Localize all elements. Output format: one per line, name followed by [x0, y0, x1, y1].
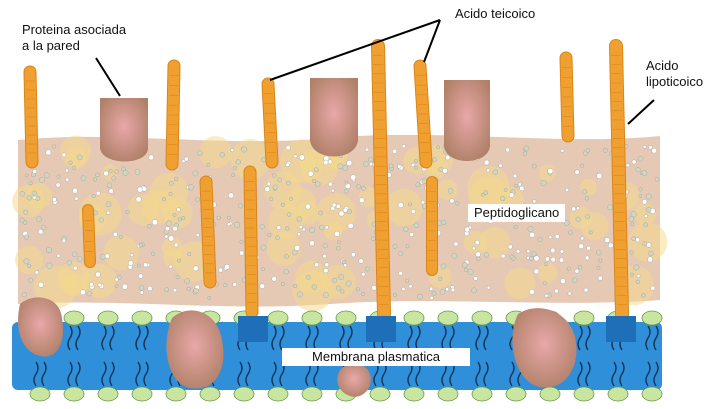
membrane-anchor: [366, 316, 396, 342]
membrane-anchor: [606, 316, 636, 342]
label-teichoic-acid: Acido teicoico: [455, 6, 535, 22]
label-wall-protein: Proteina asociada a la pared: [22, 22, 126, 54]
leader-line-lipoteichoic: [628, 100, 654, 124]
wall-associated-protein: [310, 78, 358, 157]
label-lipoteichoic-acid: Acido lipoticoico: [646, 58, 703, 90]
leader-line-teichoic-2: [424, 20, 440, 62]
label-plasma-membrane: Membrana plasmatica: [282, 348, 470, 366]
membrane-anchor: [238, 316, 268, 342]
wall-associated-protein: [100, 98, 148, 162]
wall-associated-protein: [444, 80, 490, 161]
leader-line-wall-protein: [96, 58, 120, 96]
label-peptidoglycan: Peptidoglicano: [468, 204, 565, 222]
